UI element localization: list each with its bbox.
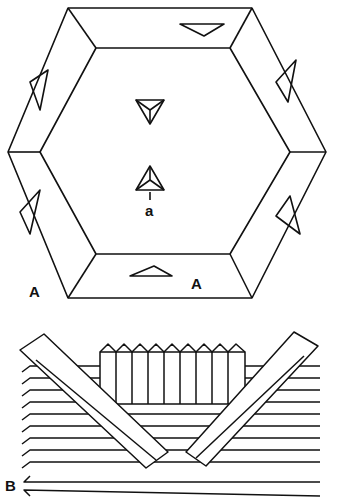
etch-pit <box>180 24 224 36</box>
inner-hexagon <box>40 48 290 254</box>
etch-pit <box>20 190 40 234</box>
etch-pit <box>30 70 48 110</box>
etch-pit <box>276 196 300 234</box>
central-pit <box>136 100 164 124</box>
face-label: A <box>28 284 41 299</box>
layer-label: B <box>4 478 17 493</box>
central-pit <box>136 166 164 190</box>
layered-crystal <box>20 332 320 496</box>
face-label: a <box>144 203 154 218</box>
etch-pit <box>130 266 172 276</box>
outer-hexagon <box>8 8 326 298</box>
etch-pit <box>276 60 296 102</box>
face-label: A <box>190 276 203 291</box>
